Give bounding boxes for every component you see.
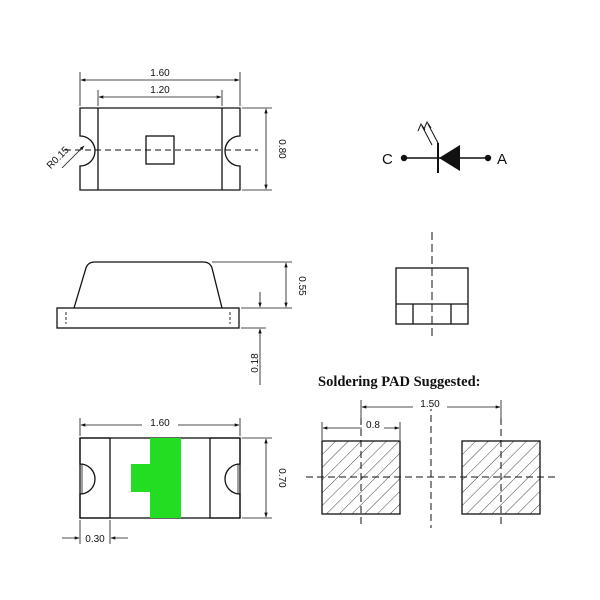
side-view <box>56 261 292 385</box>
side-view-dimension-labels: 0.55 0.18 <box>250 276 307 372</box>
diode-triangle <box>439 145 460 171</box>
solder-pad-layout <box>306 400 556 528</box>
pad-dimension-labels: 1.50 0.8 <box>362 398 447 431</box>
dim-bottom-pad-width: 0.30 <box>85 534 105 545</box>
dim-bottom-length: 1.60 <box>150 418 170 429</box>
light-arrows <box>417 120 439 146</box>
dim-side-base: 0.18 <box>250 353 261 373</box>
dim-pad-pitch: 1.50 <box>420 399 440 410</box>
cathode-dot <box>400 154 408 162</box>
led-symbol <box>400 120 492 173</box>
dim-bottom-width: 0.70 <box>276 468 287 488</box>
side-view-base <box>56 307 240 329</box>
bottom-terminal-left <box>79 437 111 519</box>
top-view-outline <box>79 107 241 191</box>
pad-title: Soldering PAD Suggested: <box>318 374 480 390</box>
dim-side-height: 0.55 <box>296 276 307 296</box>
dim-top-width: 0.80 <box>276 139 287 159</box>
cathode-label: C <box>382 151 393 168</box>
top-view-dimension-labels: 1.60 1.20 0.80 R0.15 <box>45 68 287 172</box>
dim-top-length: 1.60 <box>150 68 170 79</box>
top-view <box>61 72 272 191</box>
bottom-terminal-right <box>209 437 241 519</box>
dim-pad-size: 0.8 <box>366 420 380 431</box>
anode-dot <box>484 154 492 162</box>
polarity-mark <box>131 438 181 518</box>
bottom-view-dimension-labels: 1.60 0.70 0.30 <box>85 417 287 545</box>
anode-label: A <box>497 151 507 168</box>
dim-top-inner: 1.20 <box>150 85 170 96</box>
bottom-view <box>62 418 272 544</box>
dim-top-radius: R0.15 <box>45 145 72 172</box>
side-view-dome <box>73 261 223 309</box>
end-view <box>395 232 469 340</box>
